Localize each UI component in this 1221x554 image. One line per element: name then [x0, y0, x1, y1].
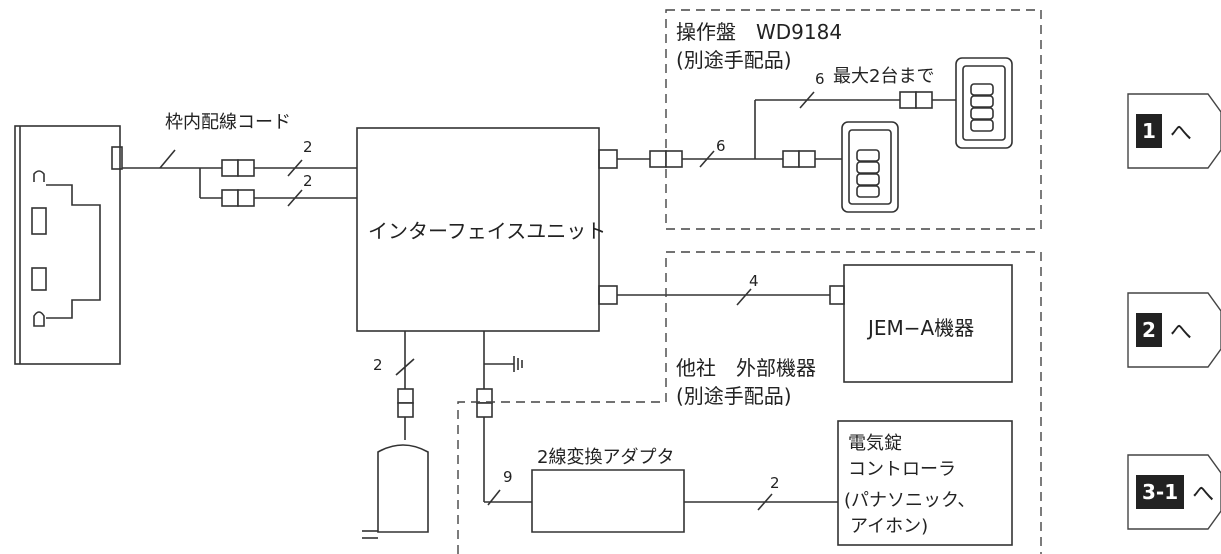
- control-panel-device-upper: [955, 57, 1013, 149]
- power-adapter: [362, 444, 429, 539]
- wire-count-power: 2: [373, 356, 383, 374]
- lock-controller-line1: 電気錠: [848, 433, 902, 454]
- ref-suffix-1: へ: [1169, 121, 1192, 146]
- other-title-label: 他社 外部機器: [676, 356, 816, 380]
- panel-title-label: 操作盤 WD9184: [676, 20, 843, 44]
- wire-count-panel-main: 6: [716, 137, 726, 155]
- max-units-label: 最大2台まで: [833, 66, 935, 87]
- frame-cord-label: 枠内配線コード: [165, 112, 291, 133]
- interface-unit-label: インターフェイスユニット: [368, 219, 607, 243]
- adapter-label: 2線変換アダプタ: [537, 447, 675, 468]
- ref-suffix-3: へ: [1192, 482, 1215, 507]
- external-group-frame: [665, 251, 1042, 554]
- ref-arrow-1: [1127, 93, 1221, 169]
- ref-badge-2: 2: [1136, 313, 1162, 347]
- ref-label-2: 2 へ: [1136, 310, 1192, 350]
- wire-count-cord-lower: 2: [303, 172, 313, 190]
- wire-count-panel-upper: 6: [815, 70, 825, 88]
- panel-sub-label: (別途手配品): [676, 48, 792, 72]
- other-sub-label: (別途手配品): [676, 384, 792, 408]
- wire-count-adapter-in: 9: [503, 468, 513, 486]
- interface-unit-box: [356, 127, 600, 332]
- wire-count-adapter-out: 2: [770, 474, 780, 492]
- jem-device-box: [843, 264, 1013, 383]
- ref-arrow-2: [1127, 292, 1221, 368]
- ref-badge-3: 3-1: [1136, 475, 1185, 509]
- ref-suffix-2: へ: [1169, 320, 1192, 345]
- panel-group-frame: [665, 9, 1042, 230]
- control-panel-device-lower: [841, 121, 899, 213]
- lock-controller-line3: (パナソニック、: [844, 490, 976, 511]
- two-wire-adapter-box: [531, 469, 685, 533]
- wire-count-cord-upper: 2: [303, 138, 313, 156]
- wire-count-jem: 4: [749, 272, 759, 290]
- door-frame-device: [14, 125, 123, 365]
- ref-badge-1: 1: [1136, 114, 1162, 148]
- lock-controller-line2: コントローラ: [848, 459, 956, 480]
- ref-label-3: 3-1 へ: [1136, 472, 1214, 512]
- lock-controller-line4: アイホン): [850, 516, 929, 537]
- jem-device-label: JEM−A機器: [868, 316, 975, 340]
- lock-controller-box: [837, 420, 1013, 546]
- ref-label-1: 1 へ: [1136, 111, 1192, 151]
